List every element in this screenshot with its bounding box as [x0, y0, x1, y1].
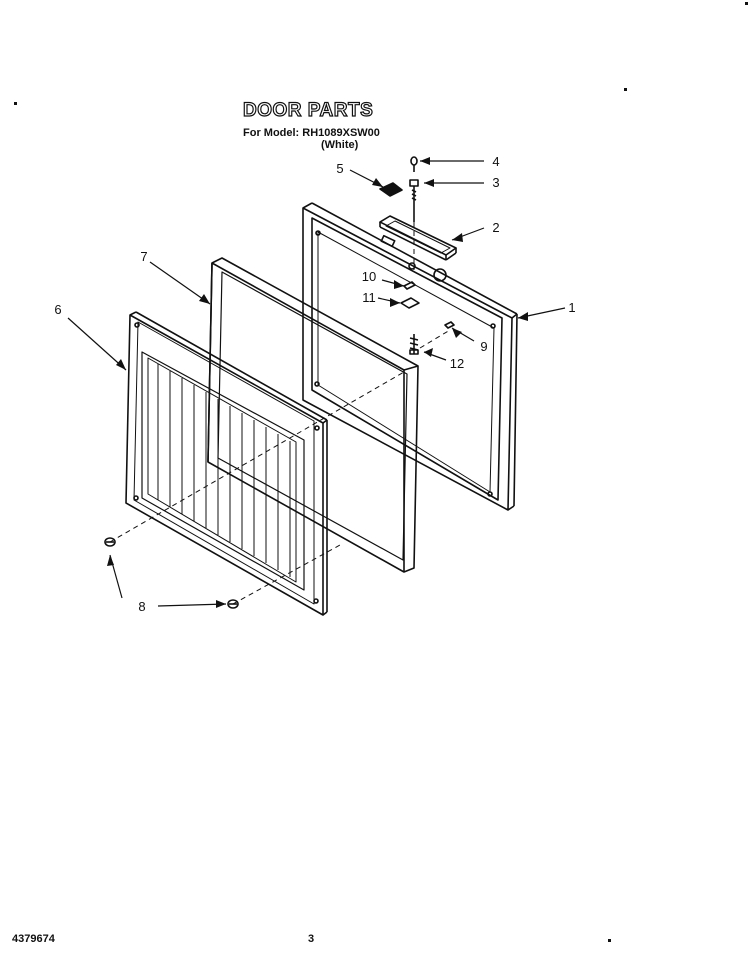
callout-11: 11: [362, 290, 376, 305]
page-title: DOOR PARTS: [242, 99, 374, 121]
color-line: (White): [321, 139, 359, 151]
clip-part-10: [403, 281, 416, 290]
callout-8: 8: [138, 599, 146, 614]
scan-mark: [14, 102, 17, 105]
scan-mark: [608, 939, 611, 942]
pin-part-9: [444, 321, 455, 329]
page-number: 3: [308, 933, 315, 945]
screw-part-4: [410, 156, 418, 172]
model-subtitle: For Model: RH1089XSW00 (White): [243, 127, 380, 151]
cap-part-5: [379, 182, 403, 197]
door-panel-part-6: [125, 311, 328, 616]
callout-6: 6: [54, 302, 62, 317]
callout-5: 5: [336, 161, 344, 176]
part-number: 4379674: [12, 933, 55, 945]
scan-mark: [745, 2, 748, 5]
callout-12: 12: [449, 356, 465, 371]
handle-part-2: [379, 215, 457, 282]
gasket-part-7: [207, 257, 419, 573]
scan-mark: [624, 88, 627, 91]
callout-10: 10: [361, 269, 377, 284]
door-frame-part-1: [302, 202, 518, 511]
screw-part-12: [409, 334, 419, 355]
bracket-part-11: [400, 297, 420, 309]
callout-1: 1: [568, 300, 576, 315]
callout-3: 3: [492, 175, 500, 190]
callout-2: 2: [492, 220, 500, 235]
callout-9: 9: [480, 339, 488, 354]
model-line: For Model: RH1089XSW00: [243, 127, 380, 139]
screw-part-3: [409, 179, 419, 222]
callout-7: 7: [140, 249, 148, 264]
callout-4: 4: [492, 154, 500, 169]
